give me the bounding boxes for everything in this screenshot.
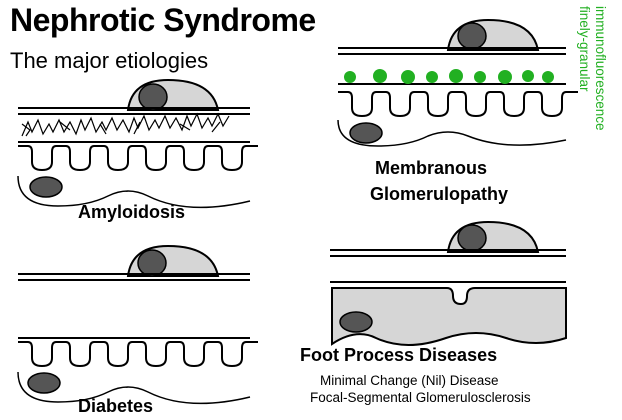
immune-deposits bbox=[344, 69, 554, 84]
membranous-diagram bbox=[338, 20, 578, 146]
membranous-label-line2: Glomerulopathy bbox=[370, 184, 508, 205]
page-title: Nephrotic Syndrome bbox=[10, 2, 316, 39]
diabetes-diagram bbox=[18, 246, 258, 403]
foot-process-sublabel-2: Focal-Segmental Glomerulosclerosis bbox=[310, 390, 531, 405]
nucleus bbox=[30, 177, 62, 197]
immunofluorescence-annotation: finely-granular immunofluorescence bbox=[566, 4, 614, 188]
page-subtitle: The major etiologies bbox=[10, 48, 208, 74]
annotation-line1: finely-granular bbox=[577, 6, 592, 92]
nucleus bbox=[139, 84, 167, 110]
foot-process-label: Foot Process Diseases bbox=[300, 345, 497, 366]
nucleus bbox=[340, 312, 372, 332]
nucleus bbox=[458, 225, 486, 251]
diabetes-label: Diabetes bbox=[78, 396, 153, 417]
annotation-line2: immunofluorescence bbox=[593, 6, 608, 131]
nucleus bbox=[138, 250, 166, 276]
foot-process-diagram bbox=[330, 222, 566, 345]
nucleus bbox=[458, 23, 486, 49]
amyloidosis-diagram bbox=[18, 80, 258, 207]
foot-process-sublabel-1: Minimal Change (Nil) Disease bbox=[320, 373, 499, 388]
nucleus bbox=[350, 123, 382, 143]
amyloidosis-label: Amyloidosis bbox=[78, 202, 185, 223]
membranous-label-line1: Membranous bbox=[375, 158, 487, 179]
nucleus bbox=[28, 373, 60, 393]
